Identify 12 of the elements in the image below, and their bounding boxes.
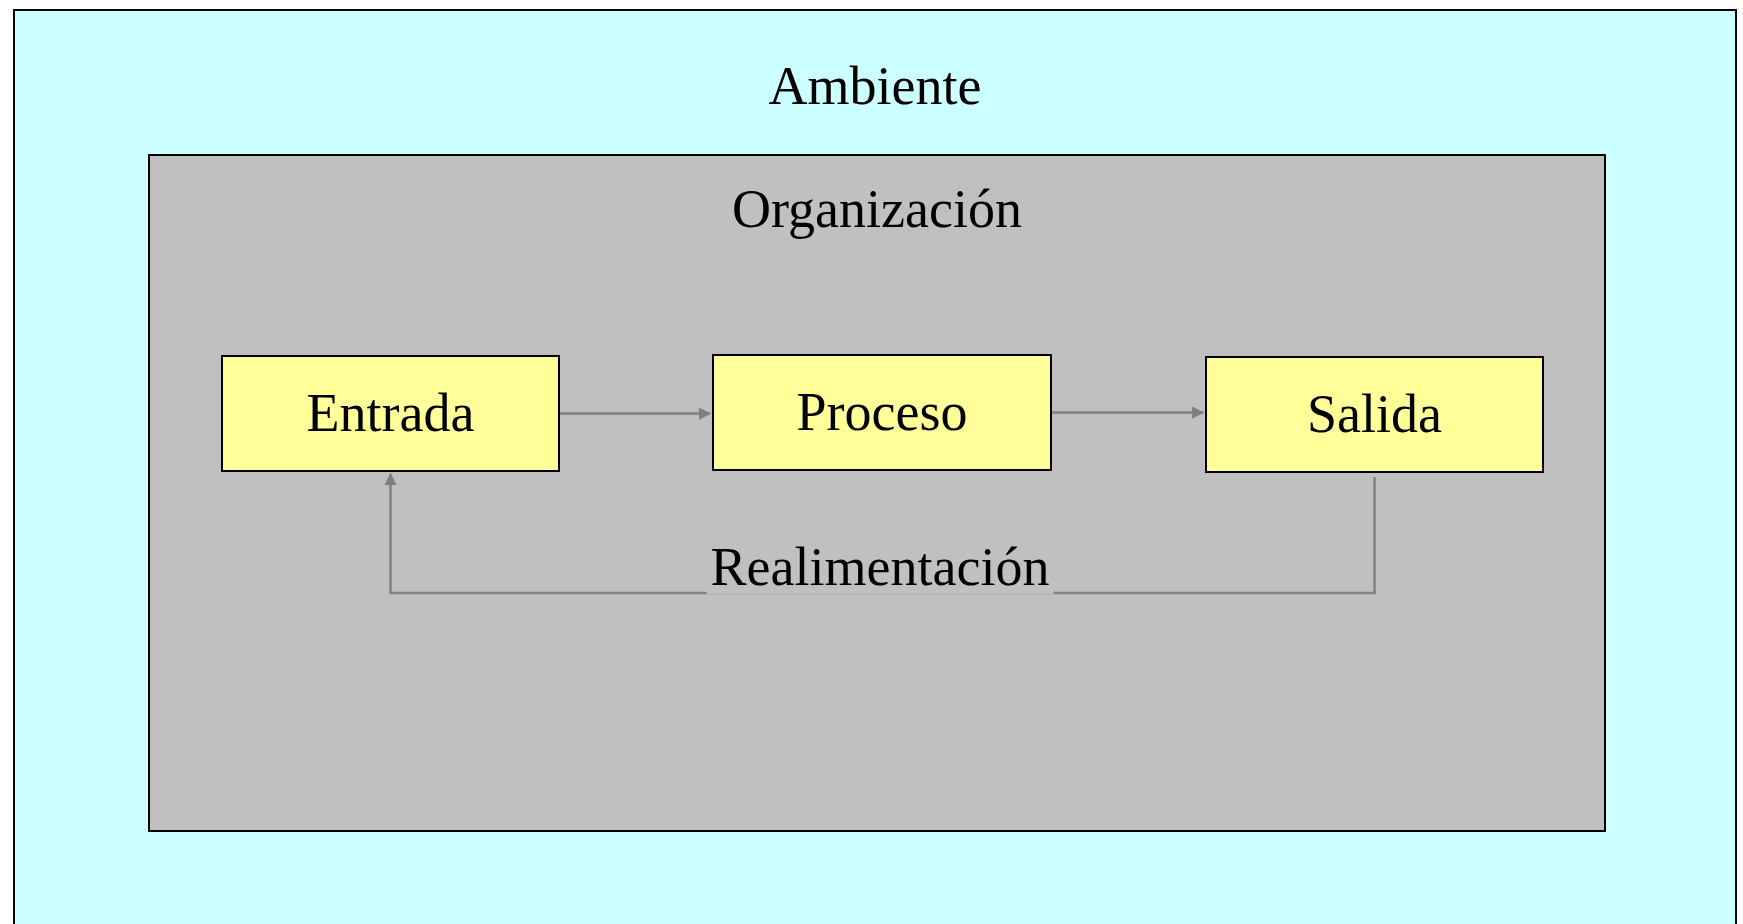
connector-arrow [1052, 406, 1205, 419]
node-label: Entrada [306, 383, 475, 444]
node-label: Organización [732, 180, 1022, 240]
connector-arrow [560, 407, 712, 420]
node-label: Ambiente [768, 57, 982, 117]
process-box [221, 355, 560, 472]
environment-box [13, 9, 1737, 924]
process-box [712, 354, 1052, 471]
process-box [1205, 356, 1544, 473]
node-label: Salida [1307, 384, 1442, 445]
node-label: Proceso [796, 382, 968, 443]
organization-box [148, 154, 1606, 832]
